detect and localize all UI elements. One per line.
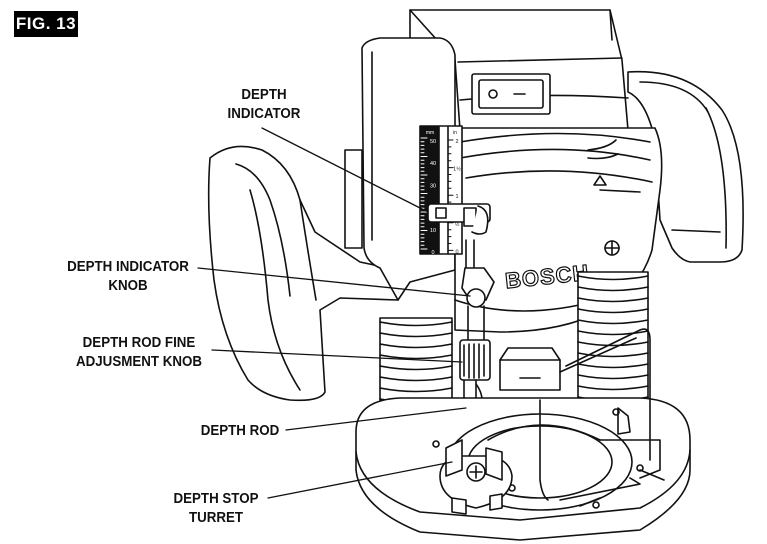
leader-depth-rod bbox=[285, 407, 467, 431]
callout-depth-indicator-line2: INDICATOR bbox=[227, 106, 301, 122]
spring-coil bbox=[379, 321, 453, 327]
spring-coil bbox=[379, 354, 453, 360]
spring-coil bbox=[577, 352, 649, 358]
figure-label: FIG. 13 bbox=[14, 11, 78, 37]
spring-coil bbox=[577, 374, 649, 380]
callout-depth-rod: DEPTH ROD bbox=[190, 422, 289, 441]
spring-coil bbox=[577, 385, 649, 391]
imperial-tick-label: ½ bbox=[455, 221, 460, 228]
spring-coil bbox=[379, 332, 453, 338]
router-base-plate bbox=[355, 328, 691, 541]
callout-fine-adjust-knob-line1: DEPTH ROD FINE bbox=[82, 335, 196, 351]
left-handle bbox=[207, 145, 399, 402]
imperial-tick-label: 1 bbox=[455, 194, 458, 200]
depth-indicator-pointer bbox=[427, 203, 491, 235]
callout-depth-rod-line1: DEPTH ROD bbox=[200, 423, 280, 439]
callout-fine-adjust-knob: DEPTH ROD FINE ADJUSMENT KNOB bbox=[63, 334, 216, 372]
spring-coil bbox=[577, 363, 649, 369]
spring-coil bbox=[577, 330, 649, 336]
depth-rod-assembly bbox=[459, 239, 495, 419]
spring-coil bbox=[577, 308, 649, 314]
metric-tick-label: 10 bbox=[430, 228, 436, 234]
imperial-tick-label: 1½ bbox=[453, 166, 461, 173]
spring-coil bbox=[577, 275, 649, 281]
callout-depth-indicator-knob-line1: DEPTH INDICATOR bbox=[67, 259, 189, 275]
depth-stop-turret bbox=[439, 439, 513, 515]
depth-indicator-scale: mm in 50403020100 21½1½0 bbox=[419, 125, 463, 256]
spring-coil bbox=[577, 341, 649, 347]
callout-depth-stop-turret: DEPTH STOP TURRET bbox=[163, 490, 270, 528]
leader-depth-stop-turret bbox=[267, 461, 453, 499]
leader-fine-adjust-knob bbox=[211, 349, 463, 363]
metric-tick-label: 40 bbox=[430, 161, 436, 167]
callout-fine-adjust-knob-line2: ADJUSMENT KNOB bbox=[75, 354, 202, 370]
spring-coil bbox=[577, 297, 649, 303]
spring-coil bbox=[577, 319, 649, 325]
spring-coil bbox=[379, 387, 453, 393]
callout-depth-indicator-knob-line2: KNOB bbox=[108, 278, 148, 294]
spring-coil bbox=[577, 286, 649, 292]
imperial-unit-label: in bbox=[453, 130, 457, 136]
metric-tick-label: 50 bbox=[430, 139, 436, 145]
callout-depth-indicator: DEPTH INDICATOR bbox=[209, 86, 319, 124]
callout-depth-indicator-knob: DEPTH INDICATOR KNOB bbox=[51, 258, 206, 296]
callout-depth-indicator-line1: DEPTH bbox=[241, 87, 287, 103]
metric-unit-label: mm bbox=[426, 130, 434, 136]
callout-depth-stop-turret-line1: DEPTH STOP bbox=[173, 491, 259, 507]
leader-depth-indicator-knob bbox=[197, 267, 471, 297]
spring-coil bbox=[379, 365, 453, 371]
spring-coil bbox=[379, 343, 453, 349]
power-switch-icon bbox=[471, 73, 551, 115]
metric-tick-marks bbox=[420, 137, 428, 250]
spring-coil bbox=[379, 376, 453, 382]
imperial-tick-label: 2 bbox=[455, 139, 458, 145]
imperial-tick-label: 0 bbox=[455, 249, 458, 255]
leader-depth-indicator bbox=[261, 127, 429, 213]
motor-housing bbox=[409, 9, 629, 131]
callout-depth-stop-turret-line2: TURRET bbox=[188, 510, 244, 526]
metric-tick-label: 30 bbox=[430, 183, 436, 189]
metric-tick-label: 0 bbox=[431, 250, 434, 256]
callout-leader-lines bbox=[197, 127, 471, 499]
imperial-tick-labels: 21½1½0 bbox=[453, 139, 461, 255]
